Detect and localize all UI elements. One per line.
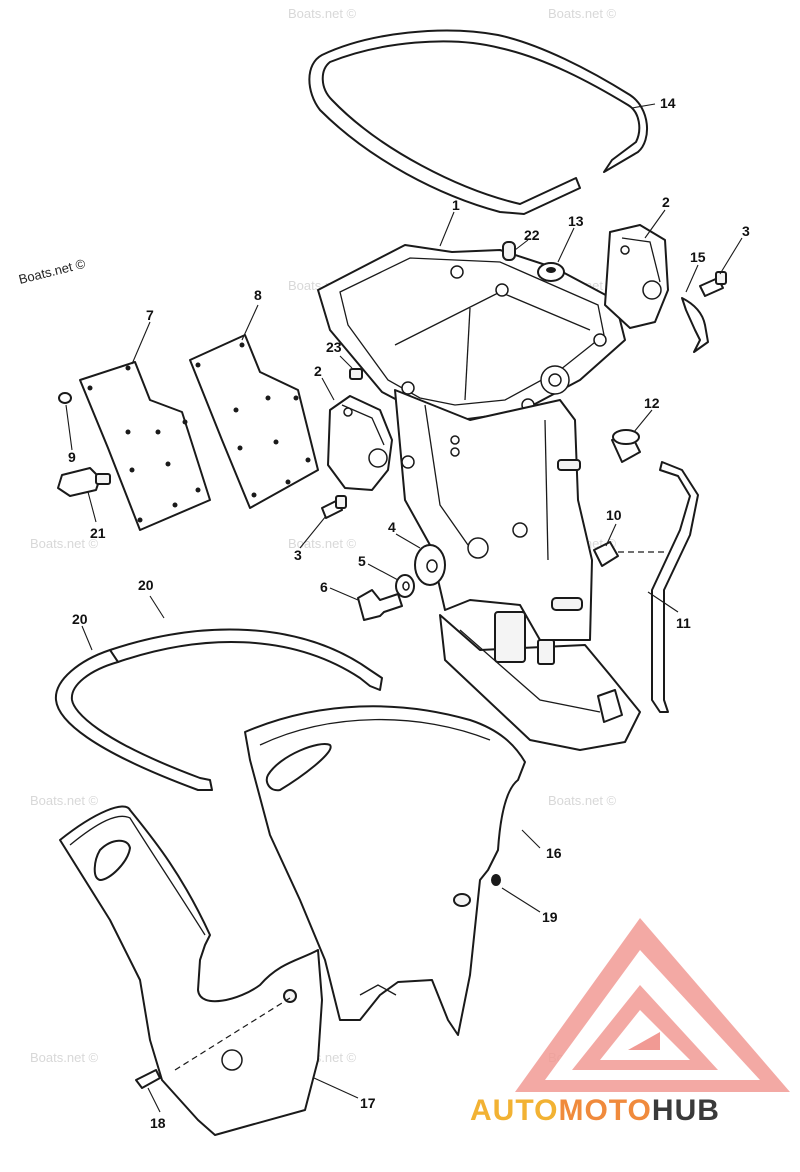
- label-part-7: 7: [146, 307, 154, 323]
- part-1-drive-shaft-housing: [317, 244, 641, 751]
- label-part-2-lower: 2: [314, 363, 322, 379]
- label-part-20-right: 20: [138, 577, 154, 593]
- watermark-text: Boats.net ©: [288, 536, 357, 551]
- label-part-6: 6: [320, 579, 328, 595]
- brand-wordmark: AUTOMOTOHUB: [470, 1094, 720, 1127]
- part-17-left-lower-cowl: [59, 805, 323, 1136]
- leader-lines: [65, 103, 743, 1113]
- watermark-text: Boats.net ©: [288, 6, 357, 21]
- part-7-cover-plate: [79, 361, 211, 531]
- part-2-lower-mount: [327, 395, 393, 491]
- part-4-washer: [414, 544, 446, 586]
- label-part-20-left: 20: [72, 611, 88, 627]
- label-part-21: 21: [90, 525, 106, 541]
- part-6-bolt: [357, 589, 403, 621]
- watermark-text: Boats.net ©: [548, 6, 617, 21]
- label-part-13: 13: [568, 213, 584, 229]
- part-16-right-lower-cowl: [244, 705, 526, 1036]
- part-22-dowel-pin: [502, 241, 516, 261]
- label-part-16: 16: [546, 845, 562, 861]
- brand-logo-mark: [515, 918, 790, 1092]
- label-part-14: 14: [660, 95, 676, 111]
- label-part-15: 15: [690, 249, 706, 265]
- label-part-23: 23: [326, 339, 342, 355]
- part-9-screw: [58, 392, 72, 404]
- watermark-text: Boats.net ©: [30, 536, 99, 551]
- part-3-screw-middle: [321, 495, 347, 519]
- watermark-main: Boats.net ©: [17, 256, 87, 287]
- label-part-11: 11: [676, 615, 691, 631]
- label-part-9: 9: [68, 449, 76, 465]
- label-part-19: 19: [542, 909, 558, 925]
- label-part-4: 4: [388, 519, 396, 535]
- part-20-seal-right: [109, 628, 383, 691]
- part-19-screw: [491, 874, 501, 886]
- part-5-lock-washer: [395, 574, 415, 598]
- label-part-22: 22: [524, 227, 540, 243]
- part-13-grommet: [537, 262, 565, 282]
- label-part-5: 5: [358, 553, 366, 569]
- brand-hub: HUB: [652, 1094, 720, 1127]
- part-20-seal-left: [54, 649, 213, 791]
- part-14-top-seal: [308, 29, 649, 215]
- label-part-17: 17: [360, 1095, 376, 1111]
- label-part-10: 10: [606, 507, 622, 523]
- label-part-3-right: 3: [742, 223, 750, 239]
- part-15-clip: [681, 297, 709, 353]
- part-23-screw: [349, 368, 363, 380]
- label-part-18: 18: [150, 1115, 166, 1131]
- part-21-fitting: [57, 467, 111, 497]
- part-number-labels: 14 1 22 13 2 3 15 8 7 9 21 23 2 12 10 11…: [68, 95, 750, 1131]
- part-3-screw-right: [699, 271, 727, 297]
- label-part-1: 1: [452, 197, 460, 213]
- brand-moto: MOTO: [558, 1094, 651, 1127]
- label-part-3-middle: 3: [294, 547, 302, 563]
- watermark-text: Boats.net ©: [548, 793, 617, 808]
- watermark-text: Boats.net ©: [30, 793, 99, 808]
- watermark-text: Boats.net ©: [30, 1050, 99, 1065]
- label-part-8: 8: [254, 287, 262, 303]
- part-10-tube-clip: [593, 541, 668, 567]
- part-12-bushing: [611, 429, 641, 463]
- label-part-12: 12: [644, 395, 660, 411]
- part-2-upper-mount: [604, 224, 669, 329]
- brand-auto: AUTO: [470, 1094, 558, 1127]
- part-11-tube: [651, 461, 699, 713]
- part-18-screw: [135, 1069, 161, 1089]
- part-8-gasket: [189, 334, 319, 509]
- label-part-2-upper: 2: [662, 194, 670, 210]
- svg-text:AUTOMOTOHUB: AUTOMOTOHUB: [470, 1094, 720, 1127]
